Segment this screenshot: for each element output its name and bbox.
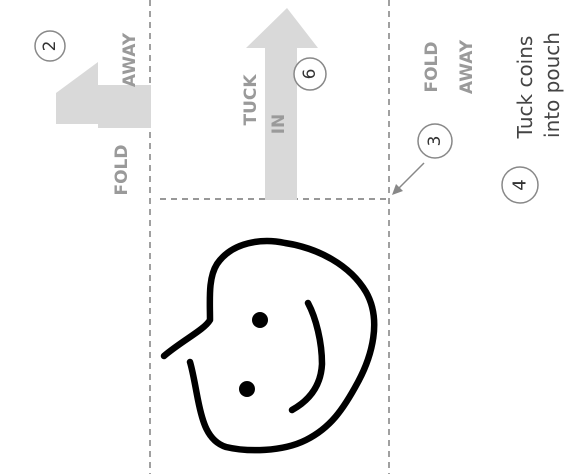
step-6-number: 6 — [300, 69, 320, 80]
step-4-label-line1: Tuck coins — [513, 36, 537, 140]
step-2: 2 AWAY FOLD — [34, 30, 151, 196]
step-4: 4 Tuck coins into pouch — [501, 32, 564, 204]
step-3-label-away: AWAY — [457, 39, 477, 94]
fold-away-arrow — [56, 62, 151, 128]
step-2-label-fold: FOLD — [112, 144, 132, 195]
smiley-eye-lower — [239, 381, 255, 397]
step-6-circle — [293, 57, 327, 91]
step-3-number: 3 — [425, 136, 445, 147]
step-2-circle — [34, 30, 66, 62]
step-3: FOLD AWAY 3 — [392, 39, 477, 195]
step-3-circle — [417, 123, 453, 159]
smiley-face — [160, 237, 378, 454]
step-6-label-tuck: TUCK — [241, 74, 261, 126]
smiley-eye-upper — [252, 312, 268, 328]
smiley-eyes — [239, 312, 268, 397]
step-4-circle — [501, 166, 539, 204]
smiley-mouth — [288, 299, 326, 414]
step-6: TUCK IN 6 — [241, 8, 327, 200]
tuck-in-arrow — [246, 8, 318, 200]
step-4-number: 4 — [510, 179, 531, 190]
step-4-label-line2: into pouch — [540, 32, 564, 138]
step-2-number: 2 — [40, 41, 60, 52]
step-3-pointer — [397, 162, 425, 190]
step-3-pointer-head — [392, 184, 403, 195]
step-3-label-fold: FOLD — [422, 41, 442, 92]
step-6-label-in: IN — [269, 114, 289, 135]
step-2-label-away: AWAY — [120, 32, 140, 87]
smiley-outline — [160, 237, 378, 454]
